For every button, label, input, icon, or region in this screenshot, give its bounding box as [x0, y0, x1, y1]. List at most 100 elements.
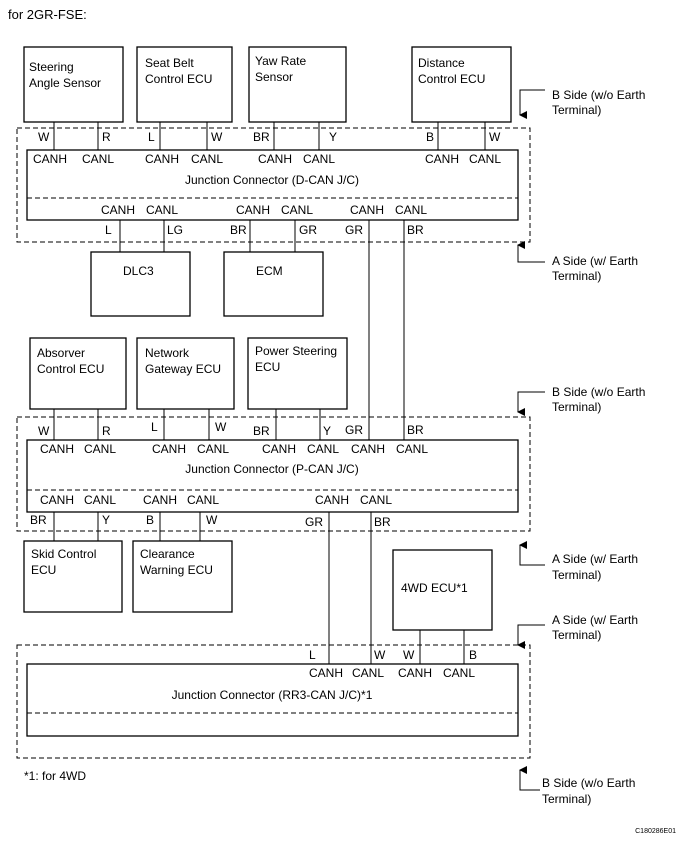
pin-canh: CANH	[145, 152, 179, 166]
absorver-control-ecu-box: Absorver Control ECU	[29, 337, 127, 410]
wire-color: GR	[299, 223, 317, 237]
pin-canh: CANH	[143, 493, 177, 507]
pcan-b-side-indicator: B Side (w/o Earth Terminal)	[517, 385, 645, 416]
dcan-b-side-indicator: B Side (w/o Earth Terminal)	[519, 88, 645, 119]
distance-label-2: Control ECU	[418, 72, 485, 86]
pin-canl: CANL	[191, 152, 223, 166]
pin-canl: CANL	[360, 493, 392, 507]
pin-canl: CANL	[307, 442, 339, 456]
wire-color: R	[102, 424, 111, 438]
ecm-box: ECM	[223, 251, 324, 317]
wire-color: W	[211, 130, 223, 144]
wire-color: BR	[407, 423, 424, 437]
rr3-outer-dashed	[16, 644, 531, 759]
pin-canh: CANH	[152, 442, 186, 456]
wire-color: GR	[345, 223, 363, 237]
pin-canh: CANH	[398, 666, 432, 680]
pin-canh: CANH	[236, 203, 270, 217]
rr3-junction-connector	[26, 663, 519, 737]
b-side-label-1: B Side (w/o Earth	[542, 776, 635, 790]
powersteer-label-1: Power Steering	[255, 344, 337, 358]
wire-color: Y	[323, 424, 331, 438]
seatbelt-label-2: Control ECU	[145, 72, 212, 86]
dlc3-box: DLC3	[90, 251, 191, 317]
wire-color: R	[102, 130, 111, 144]
wire-color: L	[309, 648, 316, 662]
figure-code: C180286E01	[635, 828, 676, 835]
a-side-label-2: Terminal)	[552, 568, 601, 582]
a-side-label-1: A Side (w/ Earth	[552, 254, 638, 268]
pin-canl: CANL	[82, 152, 114, 166]
absorver-label-2: Control ECU	[37, 362, 104, 376]
rr3-a-side-indicator: A Side (w/ Earth Terminal)	[517, 613, 638, 649]
dcan-title: Junction Connector (D-CAN J/C)	[185, 173, 359, 187]
absorver-label-1: Absorver	[37, 346, 85, 360]
wire-color: L	[148, 130, 155, 144]
wire-color: W	[489, 130, 501, 144]
pin-canl: CANL	[197, 442, 229, 456]
network-gateway-ecu-box: Network Gateway ECU	[136, 337, 235, 410]
wire-color: LG	[167, 223, 183, 237]
gateway-label-1: Network	[145, 346, 190, 360]
pin-canl: CANL	[352, 666, 384, 680]
skid-label-2: ECU	[31, 563, 56, 577]
pin-canh: CANH	[33, 152, 67, 166]
wire-color: BR	[374, 515, 391, 529]
pin-canl: CANL	[187, 493, 219, 507]
steering-angle-sensor-box: Steering Angle Sensor	[23, 46, 124, 123]
yawrate-label-2: Sensor	[255, 70, 293, 84]
pcan-junction-connector	[26, 439, 519, 513]
wire-color: BR	[407, 223, 424, 237]
a-side-label-2: Terminal)	[552, 628, 601, 642]
a-side-label-1: A Side (w/ Earth	[552, 613, 638, 627]
pin-canh: CANH	[101, 203, 135, 217]
skid-label-1: Skid Control	[31, 547, 96, 561]
pcan-title: Junction Connector (P-CAN J/C)	[185, 462, 358, 476]
pcan-a-side-indicator: A Side (w/ Earth Terminal)	[519, 541, 638, 582]
pin-canh: CANH	[40, 442, 74, 456]
pin-canh: CANH	[258, 152, 292, 166]
wire-color: W	[374, 648, 386, 662]
pin-canl: CANL	[84, 442, 116, 456]
pin-canl: CANL	[396, 442, 428, 456]
a-side-label-2: Terminal)	[552, 269, 601, 283]
header-text: for 2GR-FSE:	[8, 7, 87, 22]
pin-canl: CANL	[395, 203, 427, 217]
wire-color: W	[38, 130, 50, 144]
wire-color: GR	[305, 515, 323, 529]
wire-color: GR	[345, 423, 363, 437]
steering-label-1: Steering	[29, 60, 74, 74]
powersteer-label-2: ECU	[255, 360, 280, 374]
clearance-warning-ecu-box: Clearance Warning ECU	[132, 540, 233, 613]
wire-color: L	[105, 223, 112, 237]
seat-belt-control-ecu-box: Seat Belt Control ECU	[136, 46, 233, 123]
pin-canl: CANL	[84, 493, 116, 507]
steering-label-2: Angle Sensor	[29, 76, 101, 90]
4wd-ecu-label: 4WD ECU*1	[401, 581, 468, 595]
wire-color: Y	[329, 130, 337, 144]
b-side-label-1: B Side (w/o Earth	[552, 385, 645, 399]
clearance-label-2: Warning ECU	[140, 563, 213, 577]
wire-color: BR	[30, 513, 47, 527]
footnote: *1: for 4WD	[24, 769, 86, 783]
pin-canh: CANH	[309, 666, 343, 680]
pin-canl: CANL	[146, 203, 178, 217]
4wd-ecu-box: 4WD ECU*1	[392, 549, 493, 631]
wire-color: W	[206, 513, 218, 527]
a-side-label-1: A Side (w/ Earth	[552, 552, 638, 566]
pcan-outer-dashed	[16, 416, 531, 532]
b-side-label-2: Terminal)	[552, 400, 601, 414]
gateway-label-2: Gateway ECU	[145, 362, 221, 376]
pin-canl: CANL	[443, 666, 475, 680]
wire-color: B	[426, 130, 434, 144]
wire-color: B	[146, 513, 154, 527]
pin-canl: CANL	[469, 152, 501, 166]
rr3-b-side-indicator: B Side (w/o Earth Terminal)	[519, 766, 635, 806]
dlc3-label: DLC3	[123, 264, 154, 278]
wire-color: B	[469, 648, 477, 662]
wire-color: BR	[253, 130, 270, 144]
dcan-a-side-indicator: A Side (w/ Earth Terminal)	[517, 241, 638, 283]
pin-canh: CANH	[425, 152, 459, 166]
ecm-label: ECM	[256, 264, 283, 278]
